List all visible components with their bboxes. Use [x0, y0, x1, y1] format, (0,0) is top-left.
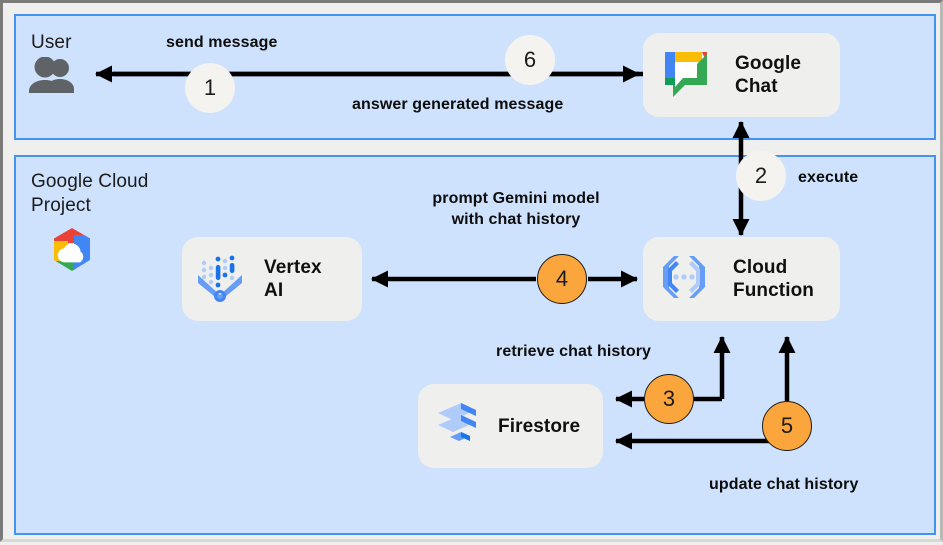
node-vertex-ai[interactable]: Vertex AI: [182, 237, 362, 321]
users-icon: [27, 56, 79, 93]
firestore-icon: [430, 397, 484, 456]
step-badge-2: 2: [736, 151, 786, 201]
node-google-chat-label: Google Chat: [735, 53, 802, 97]
node-firestore[interactable]: Firestore: [418, 384, 603, 468]
step-badge-3: 3: [644, 374, 694, 424]
google-chat-icon: [655, 42, 717, 109]
panel-user-label: User: [31, 32, 72, 53]
cloud-function-icon: [655, 248, 713, 311]
node-vertex-ai-label: Vertex AI: [264, 257, 322, 301]
flow-label-send-message: send message: [166, 34, 278, 51]
node-google-chat[interactable]: Google Chat: [643, 33, 840, 117]
node-cloud-function-label: Cloud Function: [733, 257, 815, 301]
node-cloud-function[interactable]: Cloud Function: [643, 237, 840, 321]
google-cloud-logo: [40, 225, 104, 277]
step-badge-4: 4: [537, 254, 587, 304]
node-firestore-label: Firestore: [498, 415, 581, 437]
flow-label-execute: execute: [798, 169, 859, 186]
flow-label-answer-generated-message: answer generated message: [352, 96, 564, 113]
vertex-ai-icon: [192, 249, 248, 310]
step-badge-1: 1: [185, 63, 235, 113]
panel-gcp-label: Google Cloud Project: [31, 171, 149, 216]
step-badge-6: 6: [505, 35, 555, 85]
flow-label-prompt-gemini-model: prompt Gemini model with chat history: [432, 190, 600, 228]
flow-label-retrieve-chat-history: retrieve chat history: [496, 343, 652, 360]
flow-label-update-chat-history: update chat history: [709, 476, 859, 493]
step-badge-5: 5: [762, 401, 812, 451]
